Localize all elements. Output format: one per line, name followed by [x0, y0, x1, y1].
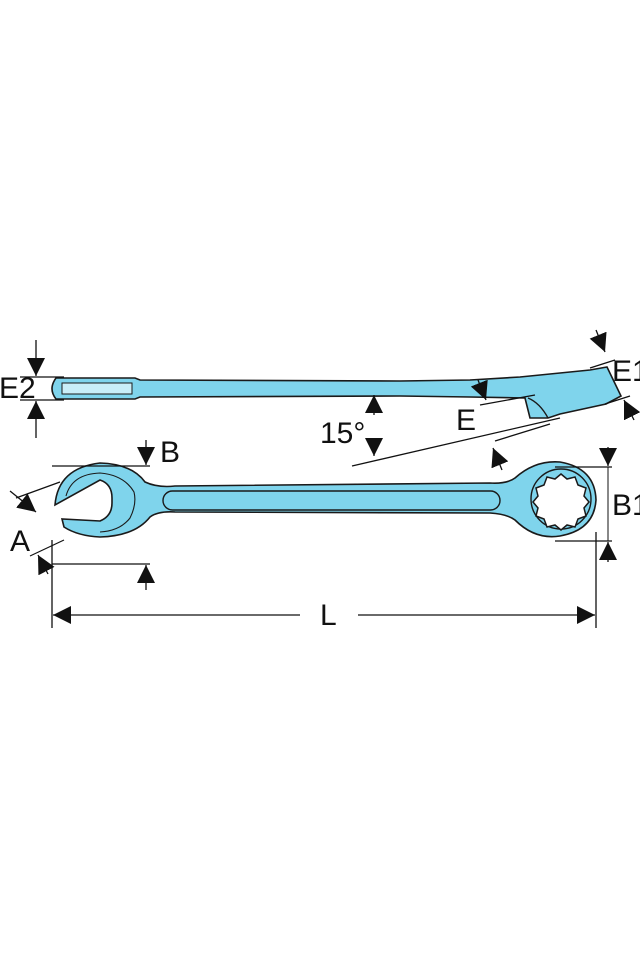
wrench-ring-twelve-point [532, 473, 590, 531]
label-e1: E1 [612, 355, 640, 388]
label-a: A [10, 525, 30, 558]
wrench-side-highlight [61, 382, 133, 395]
label-e: E [456, 404, 476, 437]
label-e2: E2 [0, 372, 36, 405]
wrench-top-inner-rim [65, 472, 136, 533]
dimension-lines [9, 329, 640, 628]
label-l: L [320, 599, 337, 632]
wrench-handle-recess [162, 490, 501, 511]
wrench-side-view [51, 366, 623, 419]
label-b: B [160, 436, 180, 469]
label-b1: B1 [612, 489, 640, 522]
wrench-top-view [54, 461, 597, 538]
wrench-side-body [51, 366, 623, 419]
label-angle-15: 15° [320, 417, 365, 450]
wrench-side-jaw [527, 397, 549, 419]
